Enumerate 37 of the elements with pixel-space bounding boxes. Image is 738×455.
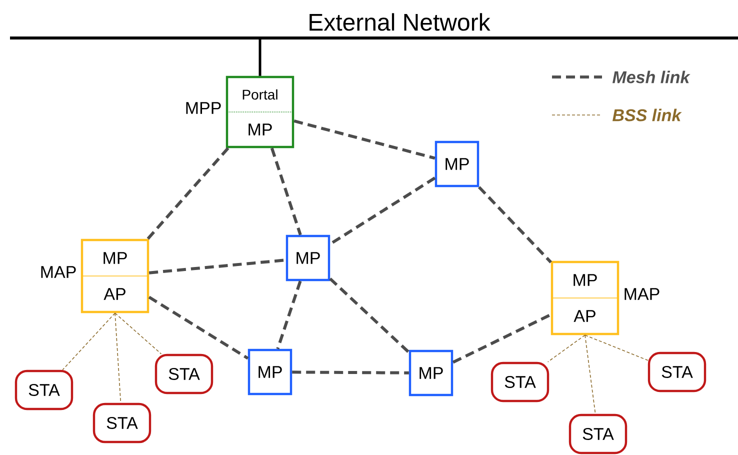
station-box: STA: [14, 370, 74, 410]
mesh-link: [146, 147, 230, 240]
portal-box: Portal MP: [226, 76, 294, 148]
mesh-link: [329, 278, 410, 354]
station-box: STA: [568, 414, 628, 454]
bss-link: [584, 334, 648, 361]
mesh-point-box: MP: [434, 140, 480, 188]
legend-text: BSS link: [612, 108, 682, 122]
mesh-point-box: MP: [286, 234, 330, 282]
node-label: MPP: [186, 102, 221, 114]
node-label: MAP: [41, 266, 76, 278]
bss-link: [114, 312, 162, 354]
station-box: STA: [648, 352, 706, 392]
station-box: STA: [490, 362, 550, 402]
mesh-point-box: MP: [408, 350, 454, 396]
station-box: STA: [92, 402, 152, 444]
mesh-link: [294, 120, 436, 160]
node-label: MAP: [624, 288, 660, 300]
mesh-link: [148, 296, 249, 360]
mesh-link: [329, 176, 436, 246]
mesh-link: [270, 148, 302, 236]
mesh-link: [478, 186, 552, 264]
connection-line: [258, 38, 262, 76]
mesh-link: [276, 280, 302, 350]
network-bus: External Network: [10, 13, 738, 40]
bss-link: [62, 312, 116, 370]
mesh-link: [148, 258, 286, 274]
bss-link: [114, 312, 122, 404]
station-box: STA: [154, 354, 214, 394]
mesh-point-box: MP: [248, 348, 292, 396]
access-point-box: MP AP: [550, 260, 620, 336]
legend-text: Mesh link: [612, 70, 690, 84]
bss-link: [584, 334, 596, 414]
access-point-box: MP AP: [80, 238, 150, 314]
mesh-link: [292, 370, 409, 374]
bss-link: [547, 334, 586, 362]
mesh-link: [452, 313, 552, 364]
